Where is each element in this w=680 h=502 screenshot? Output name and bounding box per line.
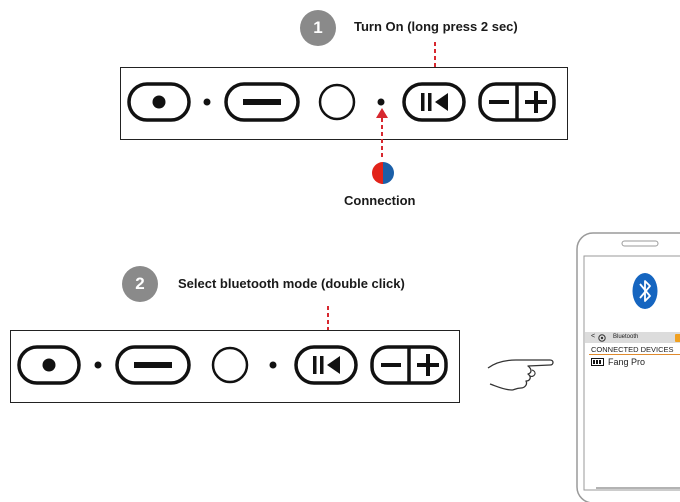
bluetooth-icon bbox=[632, 273, 658, 309]
phone-header-bar bbox=[585, 332, 680, 343]
circle-button-icon[interactable] bbox=[211, 346, 249, 384]
step-2-instruction: Select bluetooth mode (double click) bbox=[178, 276, 405, 291]
dot-indicator-icon bbox=[269, 361, 277, 369]
connection-led-icon bbox=[372, 162, 394, 184]
back-chevron-icon[interactable]: < bbox=[591, 333, 596, 340]
speaker-control-panel-2 bbox=[10, 330, 460, 403]
dot-indicator-icon bbox=[203, 98, 211, 106]
volume-minus-plus-button-icon[interactable] bbox=[370, 345, 448, 385]
circle-button-icon[interactable] bbox=[318, 83, 356, 121]
toggle-icon[interactable] bbox=[675, 334, 680, 342]
dot-indicator-icon bbox=[377, 98, 385, 106]
section-divider bbox=[589, 354, 680, 355]
connection-arrow-icon bbox=[376, 108, 388, 160]
volume-minus-plus-button-icon[interactable] bbox=[478, 82, 556, 122]
connected-devices-label: CONNECTED DEVICES bbox=[591, 345, 674, 354]
dot-indicator-icon bbox=[94, 361, 102, 369]
speaker-control-panel-1 bbox=[120, 67, 568, 140]
step-1-instruction: Turn On (long press 2 sec) bbox=[354, 19, 518, 34]
minus-wide-button-icon[interactable] bbox=[224, 82, 300, 122]
smartphone: < Bluetooth CONNECTED DEVICES Fang Pro bbox=[576, 232, 680, 502]
gear-icon[interactable] bbox=[597, 333, 607, 343]
step-2-badge: 2 bbox=[122, 266, 158, 302]
step-1-badge: 1 bbox=[300, 10, 336, 46]
record-button-icon[interactable] bbox=[127, 82, 191, 122]
speaker-device-icon bbox=[591, 358, 604, 366]
record-button-icon[interactable] bbox=[17, 345, 81, 385]
connection-label: Connection bbox=[344, 193, 416, 208]
play-pause-button-icon[interactable] bbox=[402, 82, 466, 122]
device-list-item[interactable]: Fang Pro bbox=[608, 357, 646, 367]
hand-pointer-icon bbox=[487, 359, 554, 391]
minus-wide-button-icon[interactable] bbox=[115, 345, 191, 385]
play-pause-button-icon[interactable] bbox=[294, 345, 358, 385]
phone-header-title: Bluetooth bbox=[613, 334, 639, 340]
